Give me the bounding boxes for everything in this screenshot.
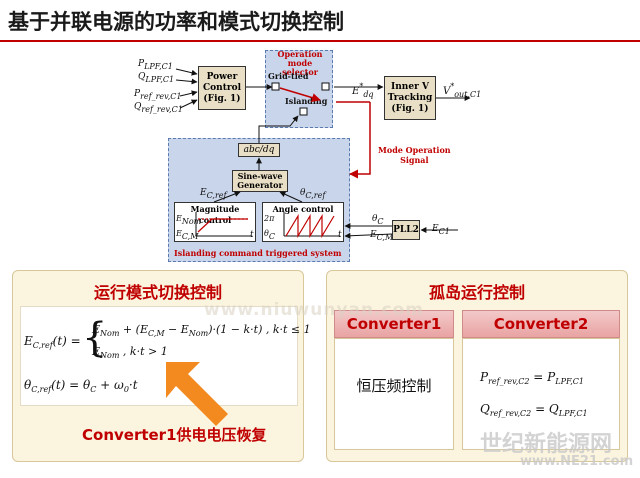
theta-c-axis-label: θC [264, 229, 275, 241]
arrow-icon [166, 362, 228, 426]
watermark-corner-url: www.NE21.com [520, 454, 634, 469]
converter2-body [462, 338, 620, 450]
inner-v-tracking-block: Inner V Tracking (Fig. 1) [384, 76, 436, 120]
converter1-control: 恒压频控制 [356, 377, 432, 395]
mode-selector-title: Operation mode selector [277, 49, 323, 77]
eq-theta: θC,ref(t) = θC + ω0·t [24, 378, 138, 394]
converter2-eq-p: Pref_rev,C2 = PLPF,C1 [480, 370, 585, 386]
converter2-eq-q: Qref_rev,C2 = QLPF,C1 [480, 402, 588, 418]
angle-t-label: t [338, 230, 342, 240]
theta-cref-label: θC,ref [300, 188, 326, 200]
converter1-recovery-note: Converter1供电电压恢复 [82, 426, 267, 444]
input-q-ref: Qref_rev,C1 [134, 102, 183, 114]
pll2-block: PLL2 [392, 220, 420, 240]
eq-brace: { [82, 315, 108, 361]
grid-tied-label: Grid-tied [268, 71, 309, 81]
mag-t-label: t [250, 230, 254, 240]
islanding-trigger-label: Islanding command triggered system [174, 248, 342, 258]
input-p-lpf: PLPF,C1 [138, 59, 173, 71]
two-pi-label: 2π [264, 214, 275, 223]
input-q-lpf: QLPF,C1 [138, 72, 175, 84]
converter1-header: Converter1 [334, 310, 454, 338]
sine-generator-block: Sine-wave Generator [232, 170, 288, 192]
e-cref-label: EC,ref [200, 188, 227, 200]
angle-control-title: Angle control [272, 204, 334, 214]
page-title: 基于并联电源的功率和模式切换控制 [8, 10, 344, 34]
vout-label: V*out,C1 [443, 82, 482, 99]
e-c1-label: EC1 [432, 224, 450, 236]
mode-switch-equations [20, 306, 298, 406]
theta-c-input: θC [372, 214, 384, 226]
converter1-body [334, 338, 454, 450]
block-diagram: PLPF,C1 QLPF,C1 Pref_rev,C1 Qref_rev,C1 … [0, 44, 640, 266]
mode-operation-signal: Mode Operation Signal [378, 145, 451, 165]
title-rule [0, 40, 640, 42]
converter2-header: Converter2 [462, 310, 620, 338]
watermark-corner-cn: 世纪新能源网 [480, 432, 613, 457]
diagram-wires [175, 68, 471, 239]
input-p-ref: Pref_rev,C1 [134, 89, 182, 101]
mode-switch-heading: 运行模式切换控制 [93, 283, 222, 302]
eq-ecref-case2: ENom , k·t > 1 [92, 345, 168, 360]
islanding-label: Islanding [285, 96, 328, 106]
eq-ecref-case1: ENom + (EC,M − ENom)·(1 − k·t) , k·t ≤ 1 [92, 323, 311, 338]
eq-ecref-lhs: EC,ref(t) = [24, 334, 81, 350]
e-nom-label: ENom [176, 214, 202, 226]
watermark-center: www.niuwunyan.com [204, 300, 425, 320]
abc-dq-block: abc/dq [238, 143, 280, 157]
magnitude-control-title: Magnitude control [190, 204, 240, 225]
e-cm-label: EC,M [176, 229, 199, 241]
power-control-block: Power Control (Fig. 1) [198, 66, 246, 110]
magnitude-control-block: Magnitude control [174, 202, 256, 242]
islanding-heading: 孤岛运行控制 [428, 283, 525, 302]
